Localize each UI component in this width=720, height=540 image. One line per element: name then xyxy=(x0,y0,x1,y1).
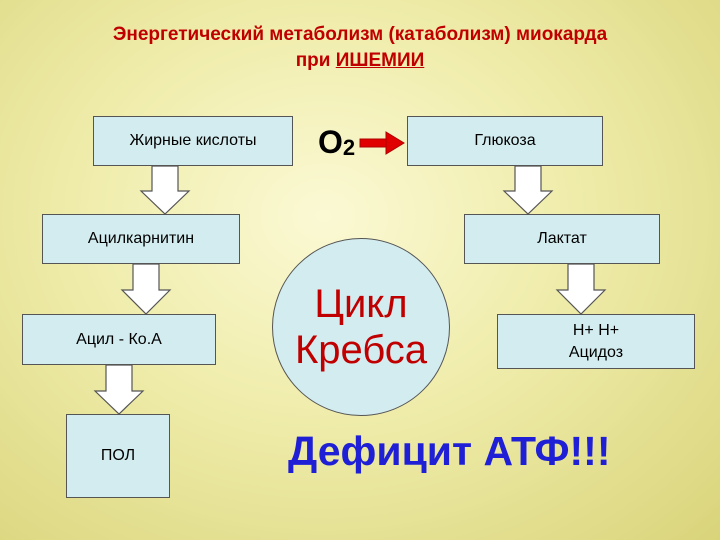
krebs-cycle-circle: Цикл Кребса xyxy=(272,238,450,416)
red-arrow xyxy=(359,131,405,155)
box-acidosis-line-2: Ацидоз xyxy=(568,343,624,361)
down-arrow-fatty-acids xyxy=(139,165,191,215)
box-acyl-coa-label: Ацил - Ко.А xyxy=(76,330,162,348)
box-acylcarnitine: Ацилкарнитин xyxy=(42,214,240,264)
down-arrow-glucose xyxy=(502,165,554,215)
box-pol: ПОЛ xyxy=(66,414,170,498)
box-fatty-acids: Жирные кислоты xyxy=(93,116,293,166)
down-arrow-acyl-coa xyxy=(93,364,145,415)
box-lactate-label: Лактат xyxy=(537,230,587,247)
title-line-2: при ИШЕМИИ xyxy=(0,48,720,74)
box-acidosis-line-1: Н+ Н+ xyxy=(572,321,620,339)
atp-deficit-text: Дефицит АТФ!!! xyxy=(288,428,611,474)
krebs-line-1: Цикл xyxy=(314,282,408,326)
down-arrow-lactate xyxy=(555,263,607,315)
title-prefix: при xyxy=(295,50,336,71)
title-underlined-word: ИШЕМИИ xyxy=(335,50,425,71)
oxygen-label: О2 xyxy=(318,124,355,161)
oxygen-symbol: О xyxy=(318,124,343,160)
down-arrow-acylcarnitine xyxy=(120,263,172,315)
box-lactate: Лактат xyxy=(464,214,660,264)
krebs-line-2: Кребса xyxy=(294,328,428,372)
oxygen-subscript: 2 xyxy=(342,135,356,160)
box-pol-label: ПОЛ xyxy=(100,447,136,464)
box-acidosis: Н+ Н+ Ацидоз xyxy=(497,314,695,369)
title-line-1: Энергетический метаболизм (катаболизм) м… xyxy=(112,24,608,45)
box-acyl-coa: Ацил - Ко.А xyxy=(22,314,216,365)
slide-title: Энергетический метаболизм (катаболизм) м… xyxy=(0,22,720,74)
box-glucose: Глюкоза xyxy=(407,116,603,166)
box-acylcarnitine-label: Ацилкарнитин xyxy=(87,230,195,247)
box-glucose-label: Глюкоза xyxy=(474,132,536,149)
box-fatty-acids-label: Жирные кислоты xyxy=(129,132,257,149)
